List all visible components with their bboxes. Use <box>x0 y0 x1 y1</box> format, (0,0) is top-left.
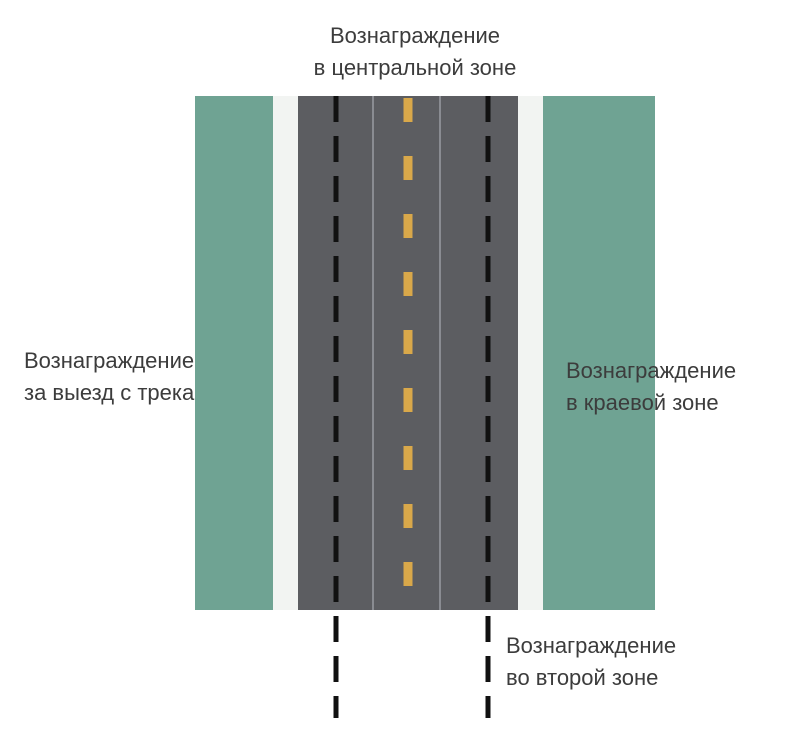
right-shoulder <box>518 96 543 610</box>
off-track-reward-line-1: Вознаграждение <box>24 348 195 373</box>
right-grass <box>543 96 655 610</box>
center-zone-reward-label: Вознаграждение в центральной зоне <box>270 20 560 84</box>
center-zone-reward-line-1: Вознаграждение <box>329 23 501 48</box>
second-zone-reward-line-2: во второй зоне <box>506 665 659 690</box>
second-zone-reward-line-1: Вознаграждение <box>506 633 677 658</box>
edge-zone-reward-line-1: Вознаграждение <box>566 358 737 383</box>
off-track-reward-line-2: за выезд с трека <box>24 380 195 405</box>
second-zone-reward-label: Вознаграждение во второй зоне <box>506 630 676 694</box>
left-grass <box>195 96 273 610</box>
left-shoulder <box>273 96 298 610</box>
off-track-reward-label: Вознаграждение за выезд с трека <box>24 345 194 409</box>
edge-zone-reward-label: Вознаграждение в краевой зоне <box>566 355 736 419</box>
edge-zone-reward-line-2: в краевой зоне <box>566 390 719 415</box>
center-zone-reward-line-2: в центральной зоне <box>313 55 517 80</box>
